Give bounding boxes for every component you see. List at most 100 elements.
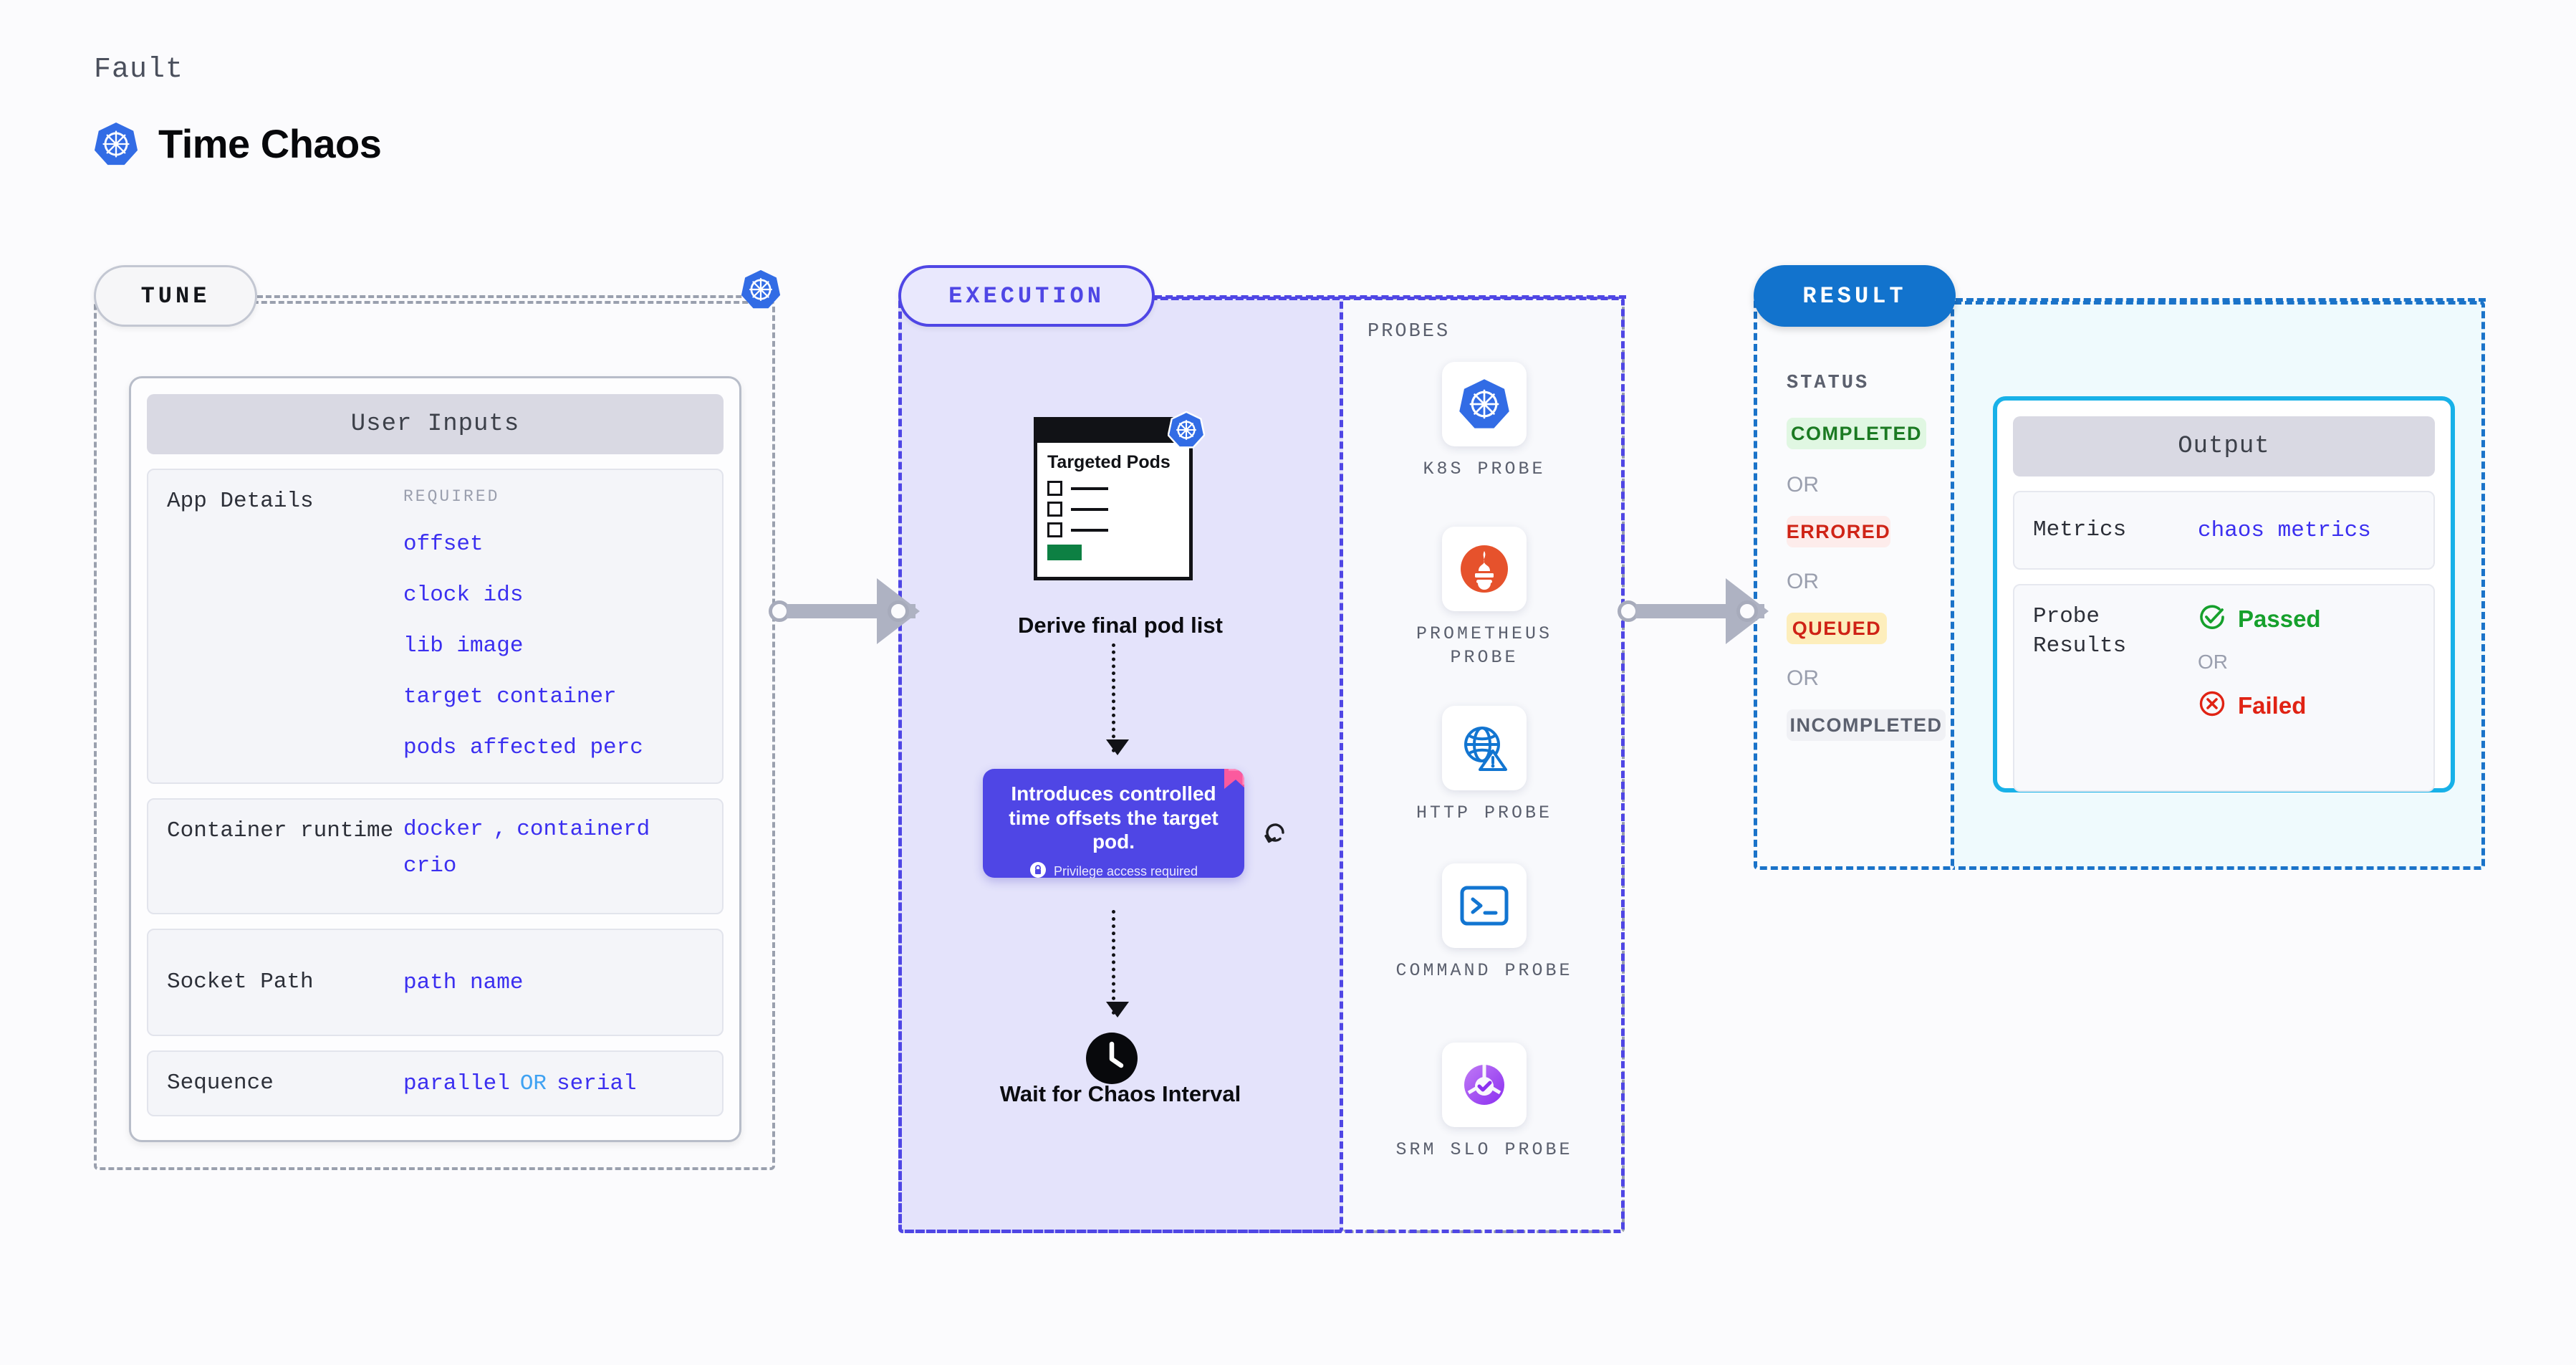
row-label: Socket Path bbox=[167, 969, 314, 995]
checkbox-icon[interactable] bbox=[1047, 522, 1062, 537]
check-circle-icon bbox=[2198, 603, 2226, 635]
stage-pill-execution[interactable]: EXECUTION bbox=[898, 265, 1155, 327]
runtime-value-crio[interactable]: crio bbox=[403, 853, 457, 878]
metrics-value[interactable]: chaos metrics bbox=[2198, 517, 2371, 543]
probe-item-srm-slo[interactable]: SRM SLO PROBE bbox=[1388, 1043, 1581, 1162]
placeholder-line bbox=[1071, 487, 1108, 490]
x-circle-icon bbox=[2198, 689, 2226, 722]
input-value-target-container[interactable]: target container bbox=[403, 684, 617, 709]
clock-icon bbox=[1085, 1032, 1138, 1088]
execution-leader-line bbox=[1155, 295, 1626, 299]
placeholder-line bbox=[1071, 507, 1108, 511]
derive-pod-list-label: Derive final pod list bbox=[1018, 613, 1223, 638]
runtime-value-docker[interactable]: docker bbox=[403, 817, 484, 842]
http-globe-icon bbox=[1442, 706, 1527, 790]
user-inputs-card: User Inputs App Details REQUIRED offset … bbox=[129, 376, 741, 1142]
status-badge-errored: ERRORED bbox=[1787, 516, 1890, 547]
output-row-metrics: Metrics chaos metrics bbox=[2013, 491, 2435, 570]
placeholder-line bbox=[1071, 528, 1108, 532]
kubernetes-icon bbox=[1167, 411, 1206, 453]
tune-row-socket-path: Socket Path path name bbox=[147, 929, 724, 1036]
row-label: Metrics bbox=[2033, 517, 2127, 542]
or-label: OR bbox=[1787, 473, 1819, 497]
targeted-pods-card: Targeted Pods bbox=[1034, 417, 1193, 580]
output-card: Output Metrics chaos metrics Probe Resul… bbox=[1993, 396, 2455, 792]
kubernetes-icon bbox=[741, 269, 781, 314]
stage-pill-result[interactable]: RESULT bbox=[1754, 265, 1956, 327]
stage-pill-tune[interactable]: TUNE bbox=[94, 265, 257, 327]
fault-description-tooltip: Introduces controlled time offsets the t… bbox=[983, 769, 1244, 878]
or-label: OR bbox=[1787, 570, 1819, 593]
probe-item-k8s[interactable]: K8S PROBE bbox=[1388, 362, 1581, 482]
tune-leader-line bbox=[257, 295, 767, 298]
probe-label: PROMETHEUS PROBE bbox=[1416, 623, 1553, 668]
targeted-pods-title: Targeted Pods bbox=[1047, 452, 1171, 472]
ribbon-icon bbox=[1207, 769, 1244, 807]
probe-item-http[interactable]: HTTP PROBE bbox=[1388, 706, 1581, 825]
sequence-or-label: OR bbox=[519, 1071, 547, 1096]
row-label: App Details bbox=[167, 489, 314, 514]
probes-title: PROBES bbox=[1368, 321, 1451, 343]
tune-row-sequence: Sequence parallel OR serial bbox=[147, 1050, 724, 1116]
probe-item-prometheus[interactable]: PROMETHEUS PROBE bbox=[1388, 527, 1581, 669]
tune-row-app-details: App Details REQUIRED offset clock ids li… bbox=[147, 469, 724, 784]
confirm-button[interactable] bbox=[1047, 545, 1082, 560]
status-badge-completed: COMPLETED bbox=[1787, 418, 1926, 449]
input-value-pods-affected-perc[interactable]: pods affected perc bbox=[403, 735, 643, 760]
fault-eyebrow: Fault bbox=[94, 54, 184, 86]
tune-region bbox=[94, 301, 775, 1170]
kubernetes-icon bbox=[1442, 362, 1527, 446]
output-row-probe-results: Probe Results Passed OR bbox=[2013, 584, 2435, 792]
runtime-separator: , bbox=[493, 817, 507, 842]
sequence-value-serial[interactable]: serial bbox=[557, 1071, 637, 1096]
probe-result-failed: Failed bbox=[2198, 689, 2415, 722]
prometheus-icon bbox=[1442, 527, 1527, 611]
sequence-value-parallel[interactable]: parallel bbox=[403, 1071, 510, 1096]
list-item bbox=[1047, 502, 1179, 517]
input-value-offset[interactable]: offset bbox=[403, 532, 484, 557]
input-value-lib-image[interactable]: lib image bbox=[403, 633, 524, 658]
runtime-value-containerd[interactable]: containerd bbox=[516, 817, 650, 842]
probe-result-passed: Passed bbox=[2198, 603, 2415, 635]
or-label: OR bbox=[1787, 666, 1819, 690]
page-title: Time Chaos bbox=[158, 121, 382, 166]
row-label: Sequence bbox=[167, 1070, 274, 1096]
probe-label: SRM SLO PROBE bbox=[1395, 1139, 1573, 1160]
output-title: Output bbox=[2013, 416, 2435, 476]
page-title-row: Time Chaos bbox=[94, 120, 382, 167]
input-value-clock-ids[interactable]: clock ids bbox=[403, 583, 524, 608]
status-badge-incompleted: INCOMPLETED bbox=[1787, 709, 1946, 741]
flow-arrow-down bbox=[1106, 910, 1129, 1017]
probe-item-command[interactable]: COMMAND PROBE bbox=[1388, 863, 1581, 983]
failed-label: Failed bbox=[2238, 691, 2307, 719]
probe-label: K8S PROBE bbox=[1423, 459, 1546, 479]
passed-label: Passed bbox=[2238, 605, 2321, 632]
kubernetes-icon bbox=[94, 121, 138, 167]
probe-label: COMMAND PROBE bbox=[1395, 960, 1573, 981]
result-leader-line bbox=[1956, 298, 2486, 302]
tune-row-container-runtime: Container runtime docker , containerd cr… bbox=[147, 798, 724, 914]
row-label: Probe Results bbox=[2033, 604, 2127, 658]
status-title: STATUS bbox=[1787, 373, 1870, 394]
flow-arrow-down bbox=[1106, 643, 1129, 755]
or-label: OR bbox=[2198, 651, 2228, 673]
status-badge-queued: QUEUED bbox=[1787, 613, 1887, 644]
tooltip-text: Introduces controlled time offsets the t… bbox=[1009, 782, 1219, 853]
lock-icon bbox=[1029, 861, 1047, 878]
required-tag: REQUIRED bbox=[403, 487, 500, 506]
probe-label: HTTP PROBE bbox=[1416, 803, 1553, 823]
list-item bbox=[1047, 481, 1179, 496]
pods-checklist bbox=[1047, 481, 1179, 537]
card-titlebar bbox=[1034, 417, 1193, 443]
wait-chaos-interval-label: Wait for Chaos Interval bbox=[999, 1081, 1241, 1106]
checkbox-icon[interactable] bbox=[1047, 502, 1062, 517]
user-inputs-title: User Inputs bbox=[147, 394, 724, 454]
socket-path-value[interactable]: path name bbox=[403, 969, 524, 995]
checkbox-icon[interactable] bbox=[1047, 481, 1062, 496]
srm-slo-icon bbox=[1442, 1043, 1527, 1127]
revert-icon[interactable] bbox=[1259, 817, 1291, 852]
row-label: Container runtime bbox=[167, 818, 394, 843]
tooltip-footnote: Privilege access required bbox=[1053, 863, 1198, 878]
terminal-icon bbox=[1442, 863, 1527, 948]
